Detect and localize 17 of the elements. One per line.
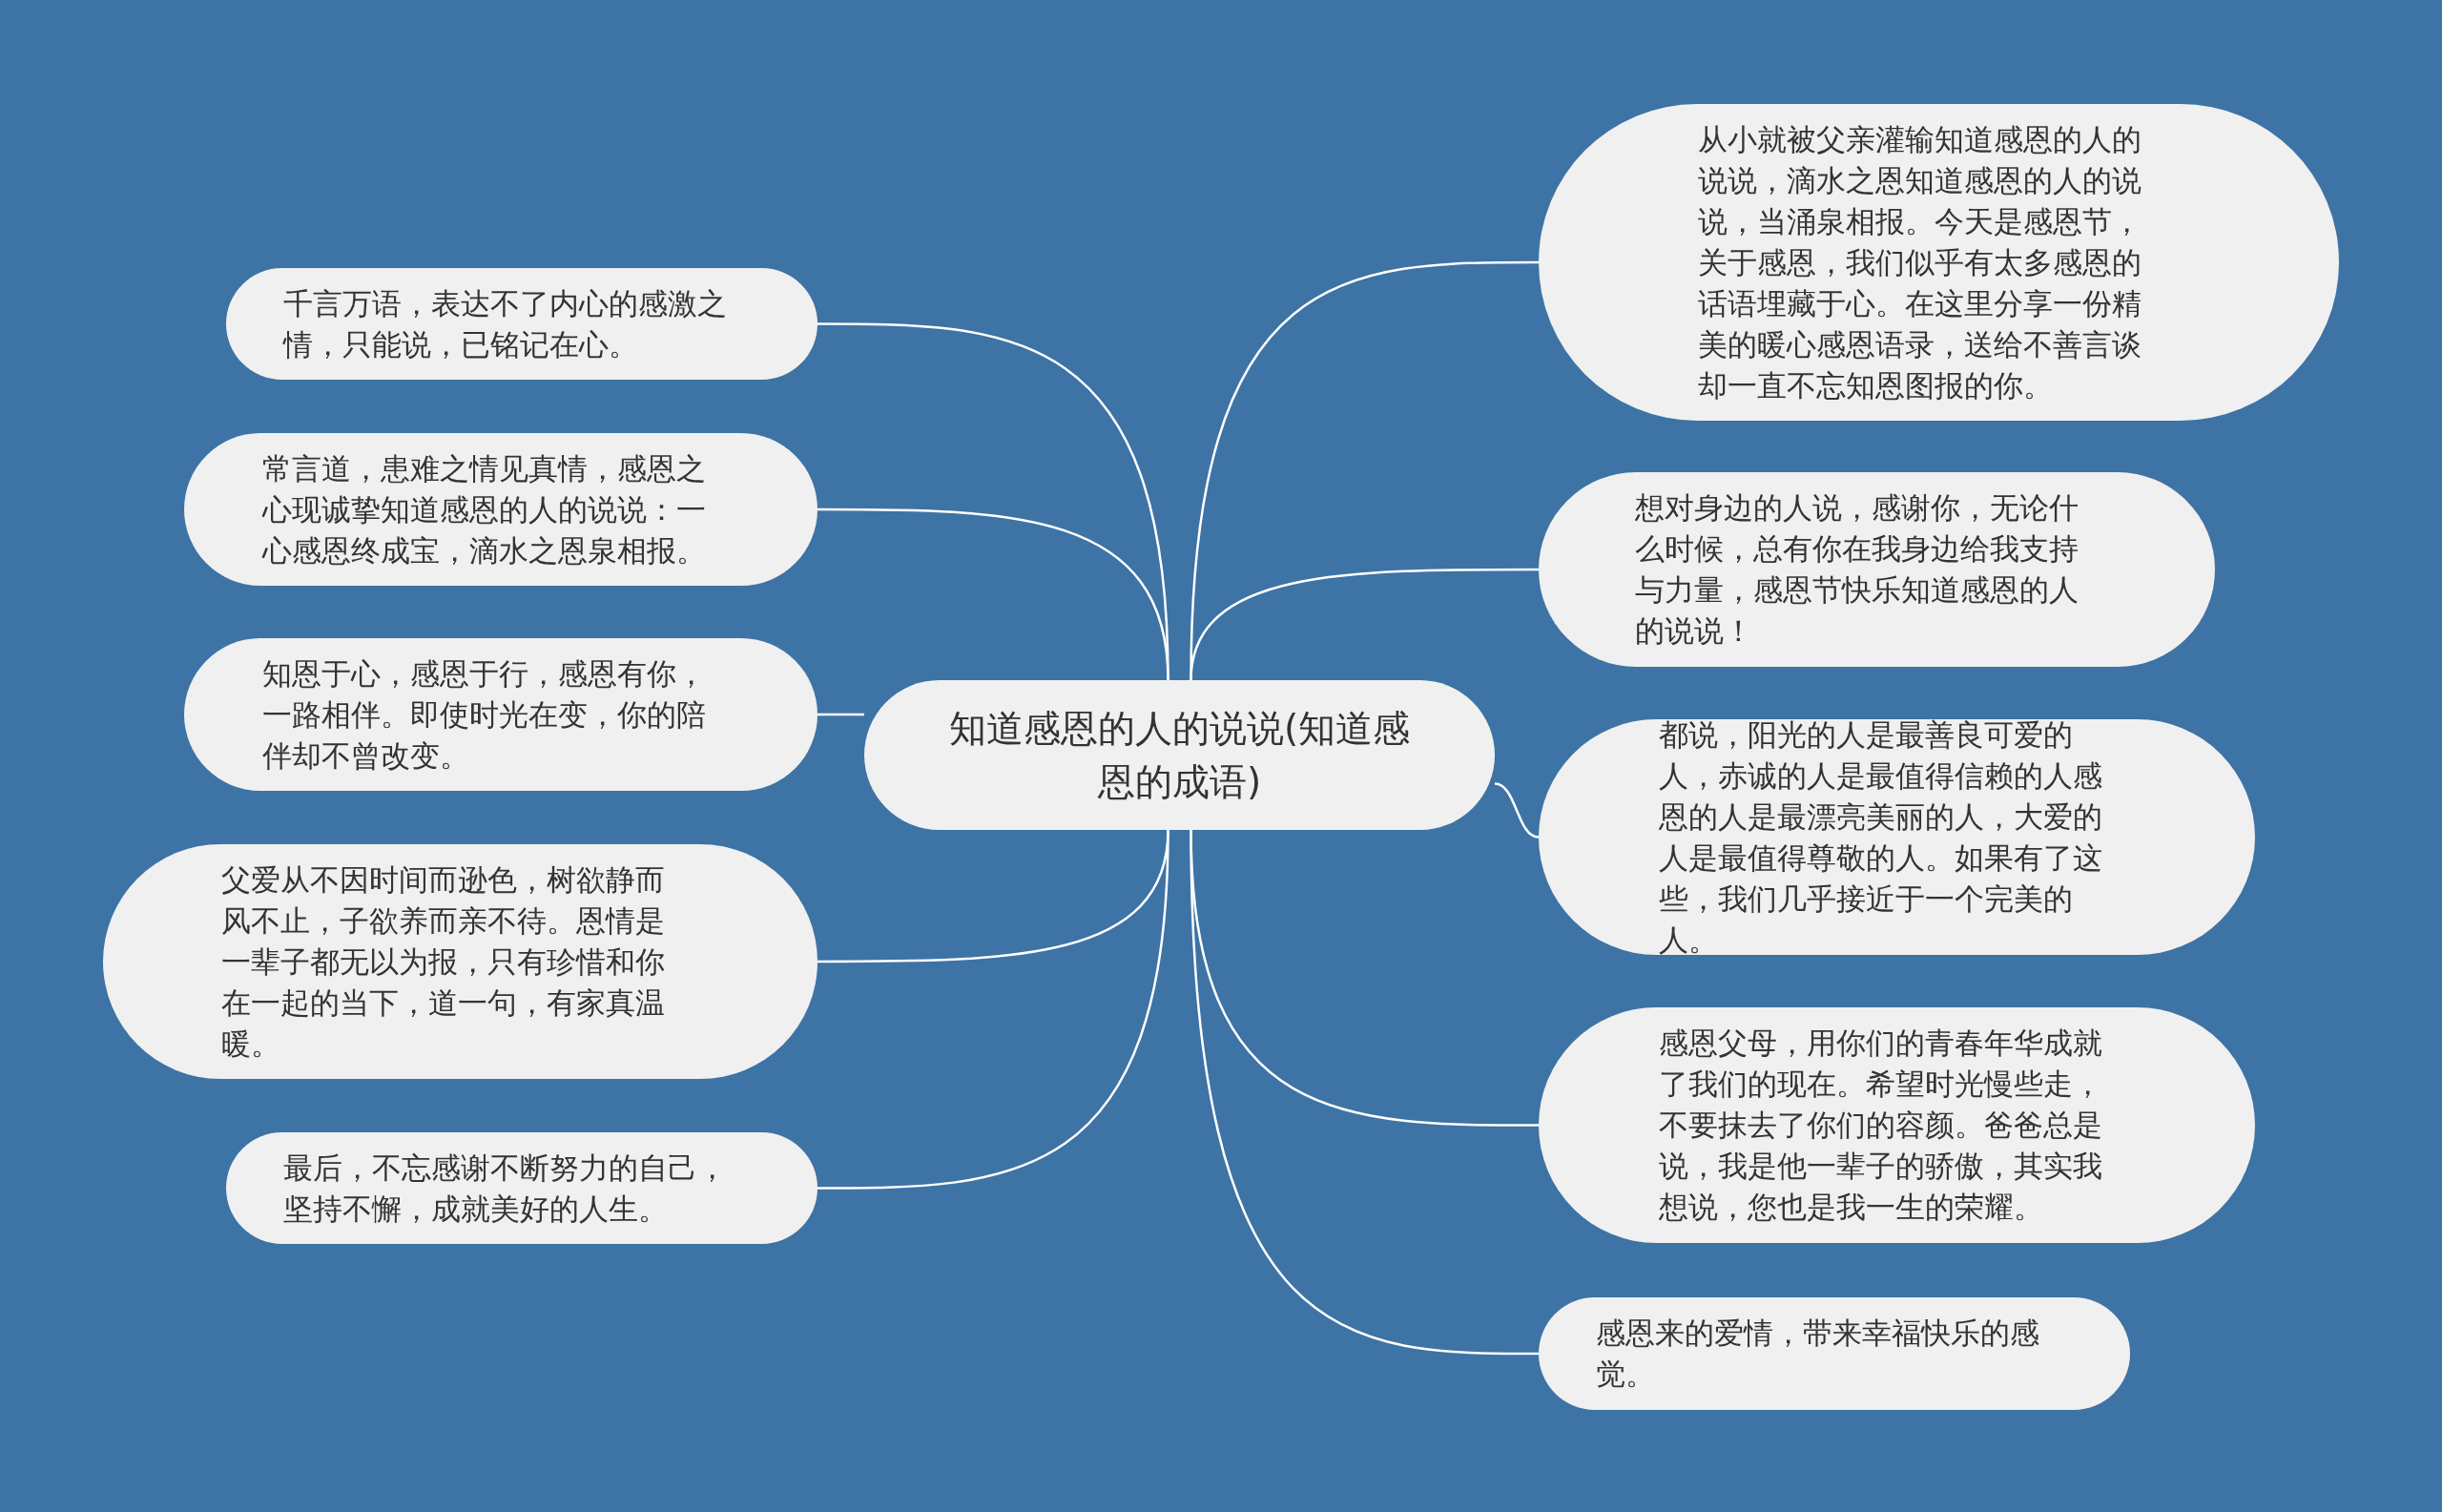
topic-text: 从小就被父亲灌输知道感恩的人的说说，滴水之恩知道感恩的人的说说，当涌泉相报。今天是感恩节，关于感恩，我们似乎有太多感恩的话语埋藏于心。在这里分享一份精美的暖心感恩语录，送给不善言谈却一直不忘知恩图报的你。 bbox=[1698, 120, 2142, 404]
topic-text: 感恩父母，用你们的青春年华成就了我们的现在。希望时光慢些走，不要抹去了你们的容颜。爸爸总是说，我是他一辈子的骄傲，其实我想说，您也是我一生的荣耀。 bbox=[1659, 1025, 2103, 1226]
topic-text: 感恩来的爱情，带来幸福快乐的感觉。 bbox=[1596, 1315, 2040, 1393]
topic-text: 父爱从不因时间而逊色，树欲静而风不止，子欲养而亲不待。恩情是一辈子都无以为报，只有珍惜和你在一起的当下，道一句，有家真温暖。 bbox=[221, 860, 666, 1063]
topic-text: 千言万语，表达不了内心的感激之情，只能说，已铭记在心。 bbox=[283, 284, 728, 363]
connector-line bbox=[817, 829, 1169, 1190]
central-topic-text: 知道感恩的人的说说(知道感恩的成语) bbox=[947, 705, 1412, 805]
connector-line bbox=[817, 507, 1169, 681]
topic-text: 知恩于心，感恩于行，感恩有你，一路相伴。即使时光在变，你的陪伴却不曾改变。 bbox=[262, 654, 707, 775]
connector-line bbox=[817, 713, 864, 716]
connector-line bbox=[1190, 568, 1539, 681]
topic-text: 都说，阳光的人是最善良可爱的人，赤诚的人是最值得信赖的人感恩的人是最漂亮美丽的人，大爱的人是最值得尊敬的人。如果有了这些，我们几乎接近于一个完美的人。 bbox=[1659, 715, 2103, 959]
connector-line bbox=[1494, 782, 1540, 839]
topic-text: 常言道，患难之情见真情，感恩之心现诚挚知道感恩的人的说说：一心感恩终成宝，滴水之恩泉相报。 bbox=[262, 449, 707, 570]
topic-text: 最后，不忘感谢不断努力的自己，坚持不懈，成就美好的人生。 bbox=[283, 1149, 728, 1228]
topic-text: 想对身边的人说，感谢你，无论什么时候，总有你在我身边给我支持与力量，感恩节快乐知道感恩的人的说说！ bbox=[1635, 489, 2080, 650]
connector-line bbox=[1190, 829, 1539, 1356]
